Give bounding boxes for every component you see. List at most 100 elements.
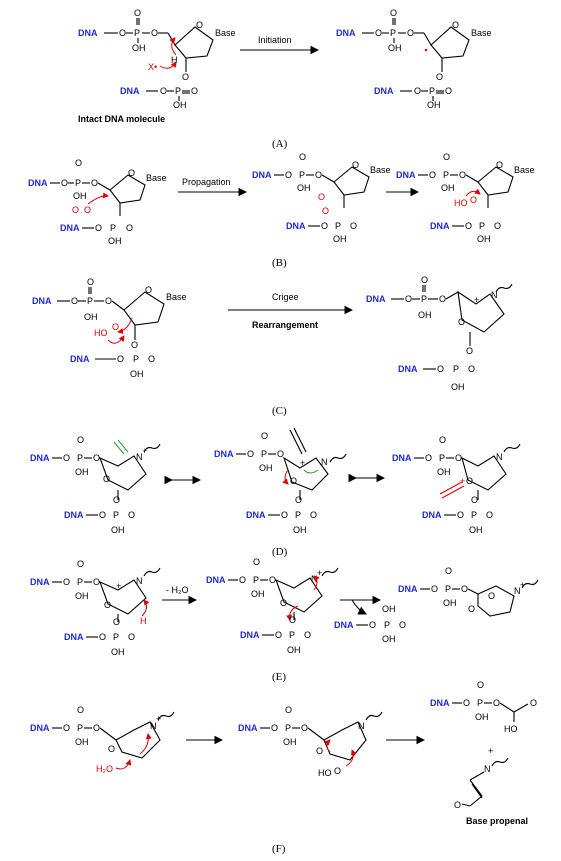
dna-label: DNA	[78, 28, 98, 38]
atom-o: O	[99, 632, 106, 642]
atom-o: O	[439, 435, 446, 445]
atom-p: P	[477, 698, 483, 708]
panel-label-d: (D)	[272, 546, 288, 558]
atom-p: P	[133, 354, 139, 364]
atom-o: O	[77, 705, 84, 715]
atom-o: O	[93, 723, 100, 733]
atom-oh: OH	[469, 525, 483, 535]
panel-label-e: (E)	[272, 671, 286, 683]
propagation-label: Propagation	[182, 177, 231, 187]
dna-label: DNA	[430, 698, 450, 708]
atom-o: O	[261, 431, 268, 441]
atom-oh: OH	[437, 467, 451, 477]
base-propenal: N O	[454, 757, 509, 810]
atom-p: P	[113, 510, 119, 520]
dna-phosphoglycolate: DNA O P O OH O O HO	[430, 680, 537, 734]
dna-label: DNA	[30, 453, 50, 463]
atom-o: O	[461, 584, 468, 594]
atom-p: P	[175, 86, 181, 96]
atom-p: P	[445, 584, 451, 594]
atom-o: O	[280, 598, 287, 608]
atom-o: O	[71, 296, 78, 306]
atom-oh: OH	[84, 312, 98, 322]
atom-o: O	[437, 364, 444, 374]
resonance-form-1: DNA O P O OH O O N + DNA O P O O OH	[30, 435, 161, 535]
dna-label: DNA	[28, 178, 48, 188]
atom-o: O	[375, 28, 382, 38]
atom-oh: OH	[259, 463, 273, 473]
atom-o: O	[405, 294, 412, 304]
elimination-product: DNA O P O OH O O N + O	[398, 566, 539, 617]
atom-oh: OH	[75, 467, 89, 477]
atom-ho: HO	[318, 768, 332, 778]
atom-o: O	[390, 8, 397, 18]
intact-dna-molecule: DNA O P O OH O O Base H DNA O P	[78, 8, 236, 110]
atom-o: O	[63, 453, 70, 463]
atom-n: N	[496, 452, 503, 462]
dna-label: DNA	[246, 510, 266, 520]
atom-o: O	[463, 698, 470, 708]
atom-o: O	[91, 178, 98, 188]
atom-o: O	[75, 158, 82, 168]
atom-p: P	[261, 449, 267, 459]
dna-label: DNA	[334, 620, 354, 630]
atom-oh: OH	[382, 634, 396, 644]
atom-oh: OH	[477, 234, 491, 244]
atom-p: P	[299, 170, 305, 180]
dna-label: DNA	[430, 221, 450, 231]
dna-label: DNA	[366, 294, 386, 304]
atom-o: O	[160, 86, 167, 96]
atom-o: O	[466, 346, 473, 356]
peroxyl-intermediate: DNA O P O OH O O Base O O DNA O P O OH	[252, 152, 391, 244]
atom-p: P	[285, 723, 291, 733]
atom-o: O	[285, 705, 292, 715]
base-label: Base	[471, 28, 492, 38]
atom-o: O	[290, 476, 297, 486]
atom-p: P	[384, 620, 390, 630]
atom-o: O	[445, 86, 452, 96]
atom-oh: OH	[451, 382, 465, 392]
atom-o: O	[63, 577, 70, 587]
atom-oh: OH	[443, 598, 457, 608]
base-propenal-caption: Base propenal	[466, 816, 528, 826]
atom-o: O	[301, 723, 308, 733]
atom-oh: OH	[75, 737, 89, 747]
base-label: Base	[215, 28, 236, 38]
panel-e: DNA O P O OH O + O N H DNA O P O O OH - …	[30, 557, 539, 683]
atom-o: O	[457, 510, 464, 520]
atom-p: P	[439, 453, 445, 463]
water-label: H₂O	[96, 764, 113, 774]
atom-o: O	[496, 160, 503, 170]
initiation-label: Initiation	[258, 35, 292, 45]
atom-o: O	[72, 205, 79, 215]
atom-o: O	[275, 630, 282, 640]
atom-p: P	[453, 364, 459, 374]
atom-oh: OH	[287, 645, 301, 655]
plus-charge: +	[317, 568, 322, 578]
atom-n: N	[484, 764, 491, 774]
dna-label: DNA	[374, 86, 394, 96]
atom-o: O	[87, 277, 94, 287]
atom-p: P	[75, 178, 81, 188]
hydration-reactant: DNA O P O OH O O N + H₂O	[30, 705, 175, 774]
atom-o: O	[436, 72, 443, 82]
atom-oh: OH	[111, 525, 125, 535]
atom-p: P	[77, 577, 83, 587]
atom-o: O	[151, 28, 158, 38]
released-phosphate: DNA O P OH O OH	[334, 604, 406, 644]
dna-label: DNA	[238, 723, 258, 733]
atom-o: O	[452, 20, 459, 30]
atom-o: O	[61, 178, 68, 188]
criegee-label: Crigee	[272, 292, 299, 302]
atom-o: O	[318, 192, 325, 202]
atom-o: O	[63, 723, 70, 733]
atom-o: O	[429, 170, 436, 180]
base-label: Base	[146, 173, 167, 183]
panel-f: DNA O P O OH O O N + H₂O DNA O P O OH	[30, 680, 537, 855]
atom-p: P	[295, 510, 301, 520]
atom-o: O	[334, 766, 341, 776]
atom-o: O	[128, 168, 135, 178]
atom-o: O	[466, 476, 473, 486]
panel-label-a: (A)	[272, 138, 288, 150]
atom-p: P	[471, 510, 477, 520]
